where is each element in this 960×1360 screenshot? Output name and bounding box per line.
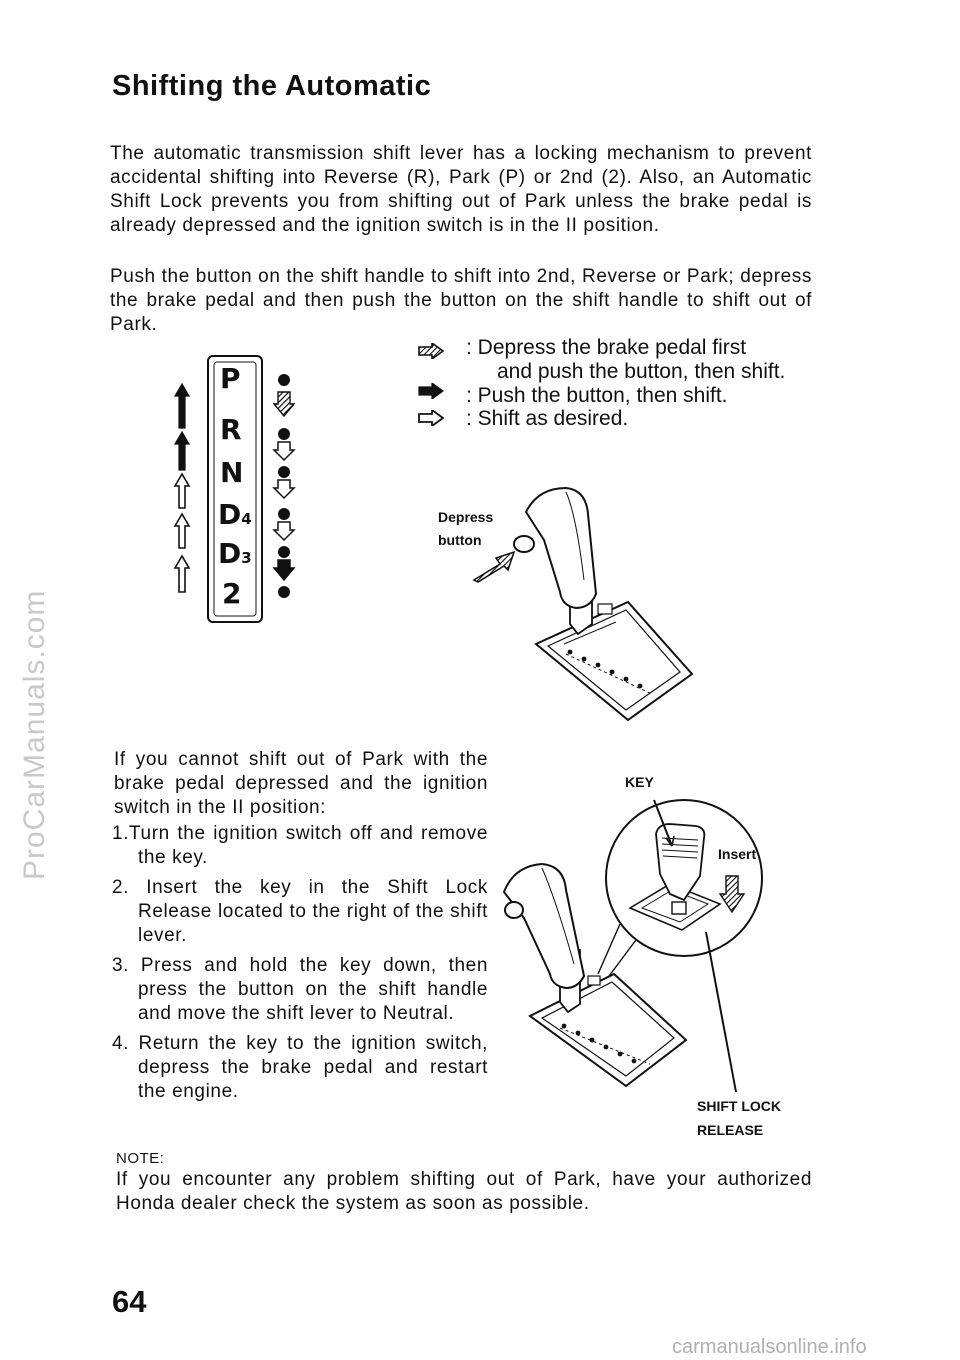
- downward-markers: [272, 374, 296, 598]
- gate-subscript-4: 4: [241, 510, 252, 528]
- key-label: KEY: [625, 774, 654, 790]
- solid-arrow-icon: [418, 383, 444, 399]
- steps-list: 1.Turn the ignition switch off and remov…: [108, 822, 488, 1104]
- gate-position-reverse: R: [220, 413, 242, 446]
- shift-gate-diagram: [173, 355, 296, 623]
- gate-position-d3: D3: [218, 537, 252, 570]
- upward-arrows: [173, 382, 191, 593]
- list-item: 3. Press and hold the key down, then pre…: [112, 955, 488, 1024]
- insert-label: Insert: [718, 846, 757, 862]
- page-title: Shifting the Automatic: [112, 70, 432, 102]
- gate-position-park: P: [220, 362, 241, 395]
- legend-item-brake-then-button: : Depress the brake pedal first: [466, 336, 747, 359]
- note-text: If you encounter any problem shifting ou…: [116, 1169, 812, 1214]
- gate-position-neutral: N: [220, 456, 244, 489]
- gate-letter-d: D: [218, 537, 242, 570]
- shift-lock-release-steps: If you cannot shift out of Park with the…: [108, 748, 488, 1110]
- list-item: 2. Insert the key in the Shift Lock Rele…: [112, 877, 488, 946]
- gate-position-d4: D4: [218, 498, 252, 531]
- bottom-watermark: carmanualsonline.info: [672, 1336, 867, 1358]
- shift-instructions-paragraph: Push the button on the shift handle to s…: [110, 266, 812, 335]
- outline-arrow-icon: [418, 410, 444, 426]
- shift-lock-release-label-cont: RELEASE: [697, 1122, 764, 1138]
- gate-letter-d: D: [218, 498, 242, 531]
- legend-item-push-button: : Push the button, then shift.: [466, 384, 728, 407]
- depress-button-label-cont: button: [438, 532, 482, 548]
- note-label: NOTE:: [116, 1150, 165, 1167]
- shift-lock-release-illustration: [502, 799, 763, 1093]
- depress-button-label: Depress: [438, 509, 494, 525]
- intro-paragraph: The automatic transmission shift lever h…: [110, 143, 812, 236]
- legend-item-shift-freely: : Shift as desired.: [466, 407, 629, 430]
- page-number: 64: [112, 1284, 147, 1319]
- shift-lever-illustration: [472, 486, 694, 722]
- list-item: 1.Turn the ignition switch off and remov…: [112, 823, 488, 868]
- gate-subscript-3: 3: [241, 549, 252, 567]
- hatched-arrow-icon: [418, 343, 444, 359]
- list-item: 4. Return the key to the ignition switch…: [112, 1033, 488, 1102]
- steps-intro: If you cannot shift out of Park with the…: [114, 749, 488, 818]
- side-watermark: ProCarManuals.com: [18, 589, 51, 880]
- legend-item-brake-then-button-cont: and push the button, then shift.: [497, 360, 786, 383]
- gate-position-second: 2: [222, 577, 242, 610]
- shift-lock-release-label: SHIFT LOCK: [697, 1098, 781, 1114]
